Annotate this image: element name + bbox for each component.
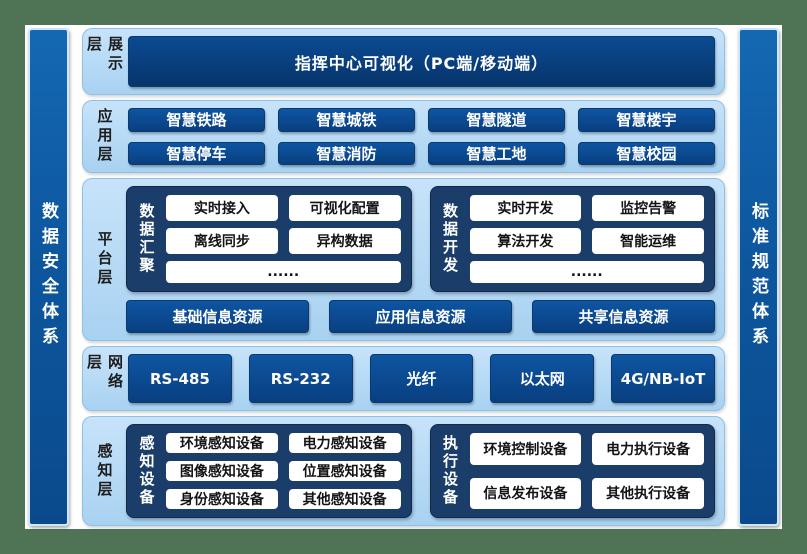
data-aggregation-group: 数据汇聚 实时接入 可视化配置 离线同步 异构数据 ...... [126, 186, 412, 292]
net-box-rs485: RS-485 [128, 354, 232, 403]
layer-network-panel: 网络层 RS-485 RS-232 光纤 以太网 4G/NB-IoT [82, 346, 725, 411]
application-grid: 智慧铁路 智慧城铁 智慧隧道 智慧楼宇 智慧停车 智慧消防 智慧工地 智慧校园 [128, 108, 715, 165]
feature-heterogeneous-data: 异构数据 [288, 228, 401, 254]
perception-content: 感知设备 环境感知设备 电力感知设备 图像感知设备 位置感知设备 身份感知设备 … [126, 424, 715, 518]
feature-offline-sync: 离线同步 [166, 228, 278, 254]
feature-development-more: ...... [469, 261, 704, 283]
data-aggregation-label: 数据汇聚 [137, 203, 156, 275]
device-env-control: 环境控制设备 [469, 433, 582, 465]
pillar-standards: 标准规范体系 [738, 28, 779, 526]
platform-groups: 数据汇聚 实时接入 可视化配置 离线同步 异构数据 ...... [126, 186, 715, 292]
feature-aggregation-more: ...... [166, 261, 401, 283]
feature-monitor-alert: 监控告警 [592, 195, 704, 221]
layer-perception-label: 感知层 [95, 442, 114, 500]
command-center-box: 指挥中心可视化（PC端/移动端） [128, 36, 715, 87]
execution-devices-label-wrap: 执行设备 [441, 433, 461, 509]
layer-presentation-panel: 展示层 指挥中心可视化（PC端/移动端） [82, 28, 725, 95]
layer-presentation-label-wrap: 展示层 [85, 36, 124, 87]
pillar-data-security: 数据安全体系 [28, 28, 69, 526]
layer-platform-label-wrap: 平台层 [92, 186, 118, 333]
app-box-smart-railway: 智慧铁路 [128, 108, 265, 132]
layer-network-label-wrap: 网络层 [85, 354, 124, 403]
net-box-4g-nbiot: 4G/NB-IoT [611, 354, 715, 403]
network-row: RS-485 RS-232 光纤 以太网 4G/NB-IoT [128, 354, 715, 403]
app-box-smart-tunnel: 智慧隧道 [428, 108, 565, 132]
execution-devices-grid: 环境控制设备 电力执行设备 信息发布设备 其他执行设备 [469, 433, 704, 509]
device-env-sensing: 环境感知设备 [166, 433, 278, 453]
feature-visual-config: 可视化配置 [288, 195, 401, 221]
feature-realtime-access: 实时接入 [166, 195, 278, 221]
app-box-smart-campus: 智慧校园 [578, 141, 715, 165]
layer-perception-panel: 感知层 感知设备 环境感知设备 电力感知设备 图像感知设备 位置感知设备 身份感… [82, 416, 725, 526]
data-development-group: 数据开发 实时开发 监控告警 算法开发 智能运维 ...... [429, 186, 715, 292]
layer-stack: 展示层 指挥中心可视化（PC端/移动端） 应用层 智慧铁路 智慧城铁 智慧隧道 … [82, 28, 725, 526]
device-location-sensing: 位置感知设备 [288, 461, 401, 481]
information-resources-row: 基础信息资源 应用信息资源 共享信息资源 [126, 300, 715, 333]
feature-realtime-dev: 实时开发 [469, 195, 582, 221]
pillar-standards-label: 标准规范体系 [748, 202, 768, 352]
data-development-label: 数据开发 [441, 203, 459, 275]
layer-perception-label-wrap: 感知层 [92, 424, 118, 518]
device-power-sensing: 电力感知设备 [288, 433, 401, 453]
sensing-devices-label: 感知设备 [137, 435, 156, 507]
architecture-diagram: 数据安全体系 展示层 指挥中心可视化（PC端/移动端） 应用层 智慧铁路 智慧城… [25, 25, 782, 529]
data-aggregation-label-wrap: 数据汇聚 [137, 195, 157, 283]
resource-shared-info: 共享信息资源 [532, 300, 715, 333]
device-power-execution: 电力执行设备 [592, 433, 704, 465]
data-aggregation-grid: 实时接入 可视化配置 离线同步 异构数据 ...... [166, 195, 401, 283]
app-box-smart-metro: 智慧城铁 [278, 108, 415, 132]
device-other-execution: 其他执行设备 [592, 477, 704, 509]
app-box-smart-building: 智慧楼宇 [578, 108, 715, 132]
sensing-devices-group: 感知设备 环境感知设备 电力感知设备 图像感知设备 位置感知设备 身份感知设备 … [126, 424, 412, 518]
platform-content: 数据汇聚 实时接入 可视化配置 离线同步 异构数据 ...... [126, 186, 715, 333]
layer-platform-label: 平台层 [95, 231, 114, 288]
device-identity-sensing: 身份感知设备 [166, 489, 278, 509]
layer-network-label: 网络层 [85, 354, 124, 392]
app-box-smart-firefighting: 智慧消防 [278, 141, 415, 165]
data-development-label-wrap: 数据开发 [441, 195, 461, 283]
app-box-smart-worksite: 智慧工地 [428, 141, 565, 165]
layer-presentation-label: 展示层 [85, 36, 124, 74]
feature-intelligent-ops: 智能运维 [592, 228, 704, 254]
feature-algorithm-dev: 算法开发 [469, 228, 582, 254]
sensing-devices-grid: 环境感知设备 电力感知设备 图像感知设备 位置感知设备 身份感知设备 其他感知设… [166, 433, 401, 509]
resource-basic-info: 基础信息资源 [126, 300, 309, 333]
layer-platform-panel: 平台层 数据汇聚 实时接入 可视化配置 离线同步 异构数据 [82, 178, 725, 341]
device-other-sensing: 其他感知设备 [288, 489, 401, 509]
pillar-data-security-label: 数据安全体系 [38, 202, 58, 352]
app-box-smart-parking: 智慧停车 [128, 141, 265, 165]
layer-application-label-wrap: 应用层 [92, 108, 118, 165]
device-image-sensing: 图像感知设备 [166, 461, 278, 481]
net-box-rs232: RS-232 [248, 354, 353, 403]
data-development-grid: 实时开发 监控告警 算法开发 智能运维 ...... [469, 195, 704, 283]
sensing-devices-label-wrap: 感知设备 [137, 433, 157, 509]
net-box-ethernet: 以太网 [490, 354, 595, 403]
net-box-fiber: 光纤 [369, 354, 474, 403]
device-info-publish: 信息发布设备 [469, 477, 582, 509]
layer-application-panel: 应用层 智慧铁路 智慧城铁 智慧隧道 智慧楼宇 智慧停车 智慧消防 智慧工地 智… [82, 100, 725, 173]
execution-devices-label: 执行设备 [441, 435, 459, 507]
resource-application-info: 应用信息资源 [329, 300, 512, 333]
execution-devices-group: 执行设备 环境控制设备 电力执行设备 信息发布设备 其他执行设备 [429, 424, 715, 518]
layer-application-label: 应用层 [95, 108, 114, 165]
